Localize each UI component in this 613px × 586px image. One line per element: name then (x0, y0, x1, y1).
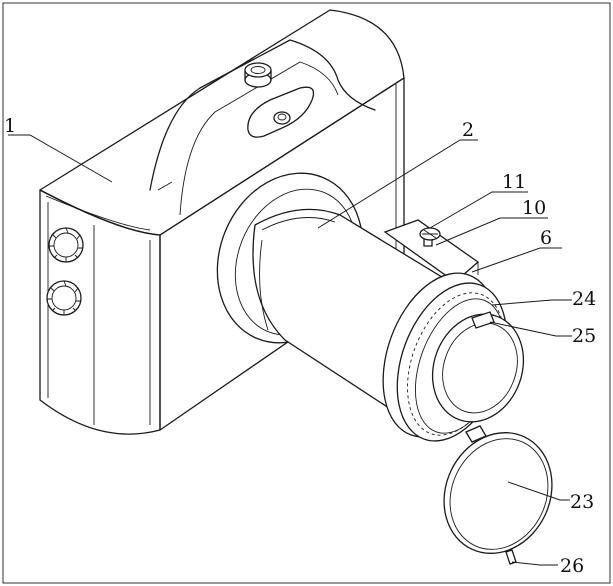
leader-10 (435, 217, 548, 246)
leader-6 (471, 247, 562, 273)
leader-1 (8, 134, 113, 183)
knob-lower (46, 280, 82, 316)
leader-25 (489, 321, 572, 337)
leader-2 (317, 139, 478, 229)
leader-23 (507, 481, 570, 501)
camera-body (39, 9, 405, 435)
label-26: 26 (560, 555, 584, 577)
label-2: 2 (462, 119, 474, 141)
clip-25 (471, 311, 495, 329)
label-25: 25 (572, 325, 596, 347)
leader-24 (491, 299, 572, 306)
label-11: 11 (502, 171, 526, 193)
knob-upper (48, 227, 84, 263)
label-6: 6 (540, 227, 552, 249)
label-10: 10 (522, 197, 546, 219)
lens-cap (443, 432, 553, 554)
leader-26 (511, 561, 558, 566)
shutter-button (244, 62, 272, 88)
slide-switch (247, 86, 315, 138)
front-ring (431, 313, 525, 423)
label-23: 23 (570, 491, 594, 513)
label-1: 1 (4, 115, 16, 137)
label-24: 24 (572, 288, 596, 310)
leader-11 (429, 191, 528, 229)
